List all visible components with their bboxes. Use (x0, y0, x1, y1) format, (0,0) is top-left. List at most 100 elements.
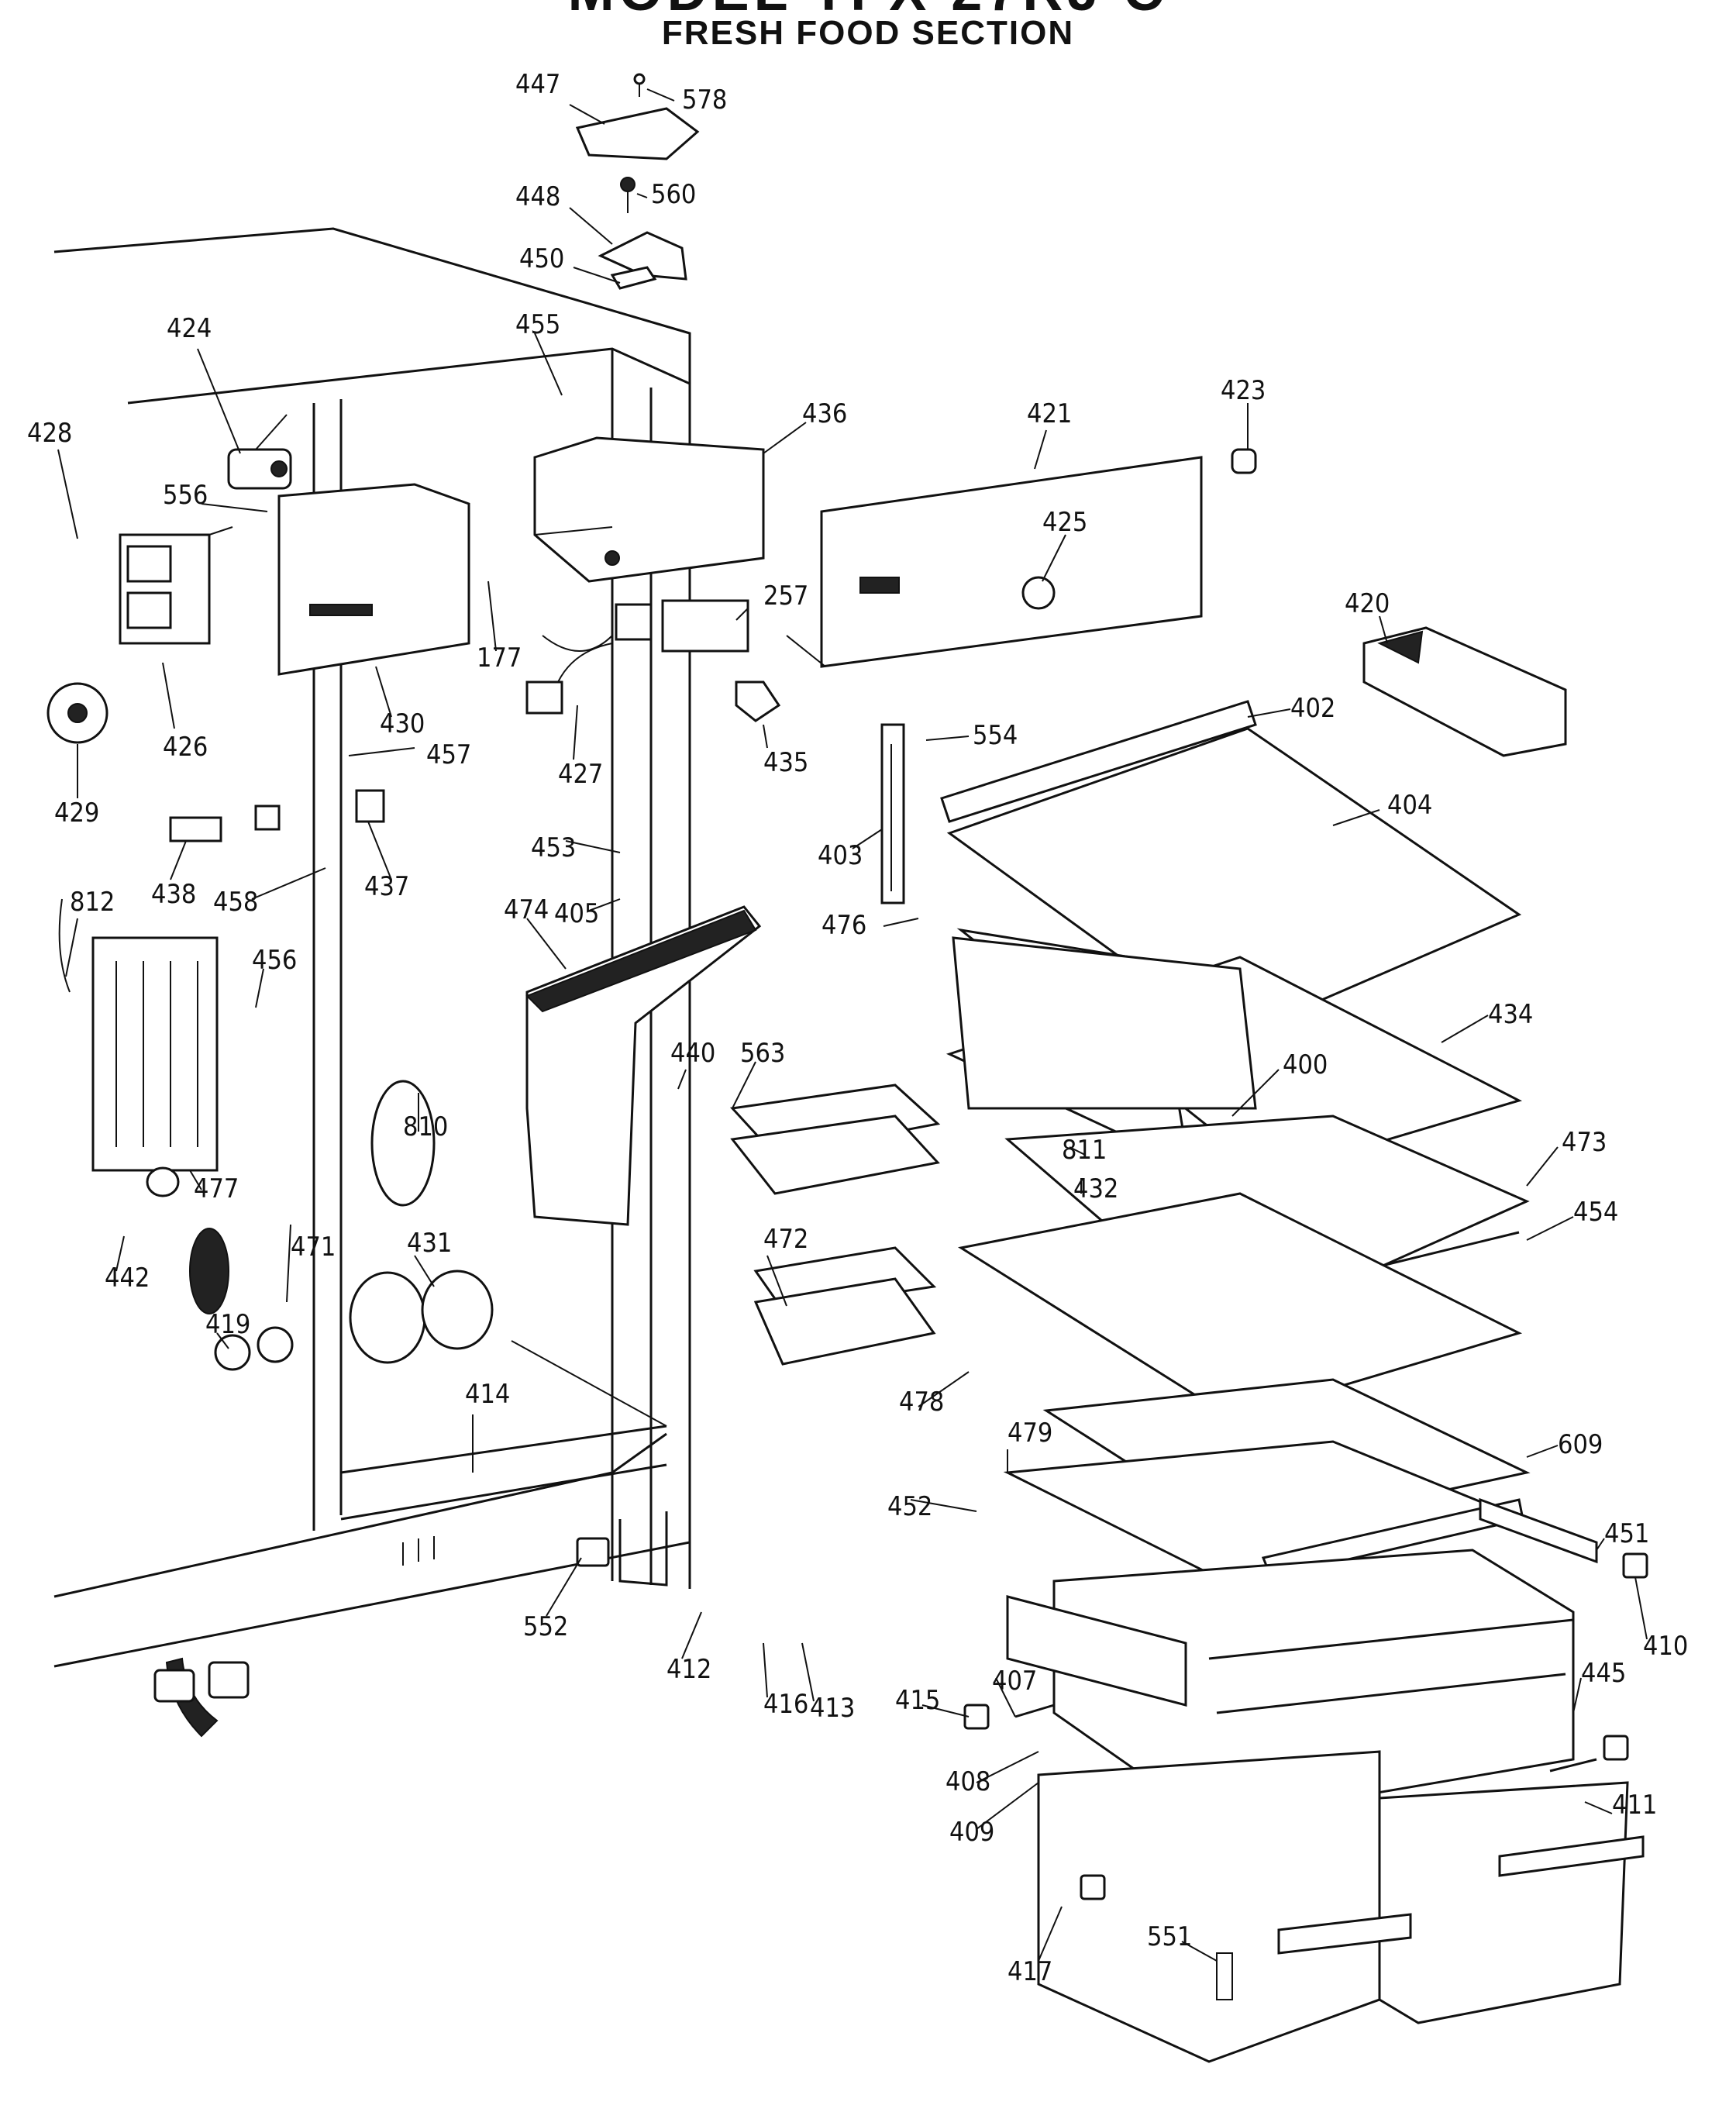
callout-426: 426 (163, 732, 208, 763)
callout-424: 424 (167, 313, 212, 344)
callout-473: 473 (1562, 1127, 1607, 1158)
leader-line-551 (1181, 1941, 1218, 1962)
callout-436: 436 (802, 398, 847, 429)
leader-line-554 (925, 736, 970, 741)
shelf-400-440 (946, 928, 1523, 1187)
callout-478: 478 (899, 1387, 944, 1418)
leader-line-424 (197, 348, 241, 454)
leader-line-811 (1069, 1146, 1086, 1156)
callout-457: 457 (426, 739, 471, 770)
dairy-bin-420 (1362, 626, 1567, 757)
callout-420: 420 (1345, 588, 1390, 619)
leader-line-455 (534, 332, 563, 396)
callout-416: 416 (763, 1689, 808, 1720)
callout-451: 451 (1604, 1518, 1649, 1549)
callout-415: 415 (895, 1685, 940, 1716)
model-title: MODEL TFX 27RJ C (0, 0, 1736, 23)
leader-line-415 (921, 1704, 970, 1718)
leader-line-456 (255, 968, 264, 1008)
drawer-410 (1006, 1549, 1575, 1823)
callout-431: 431 (407, 1228, 452, 1259)
leader-line-438 (170, 840, 187, 880)
callout-448: 448 (515, 181, 560, 212)
leader-line-453 (565, 840, 621, 853)
leader-line-427 (573, 705, 578, 760)
callout-412: 412 (666, 1654, 711, 1685)
callout-257: 257 (763, 581, 808, 612)
leader-line-477 (189, 1170, 202, 1190)
leader-line-428 (57, 449, 78, 539)
callout-810: 810 (403, 1111, 448, 1142)
callout-177: 177 (477, 643, 522, 674)
damper-429 (46, 682, 108, 744)
leader-line-403 (852, 829, 883, 849)
leader-line-442 (115, 1235, 125, 1272)
callout-440: 440 (670, 1038, 715, 1069)
callout-447: 447 (515, 69, 560, 100)
leader-line-451 (1596, 1538, 1605, 1551)
callout-435: 435 (763, 747, 808, 778)
callout-477: 477 (194, 1173, 239, 1204)
callout-452: 452 (887, 1491, 932, 1522)
callout-405: 405 (554, 898, 599, 929)
leader-line-419 (216, 1332, 229, 1349)
leader-line-552 (546, 1557, 582, 1617)
hinge-bracket-448 (598, 177, 687, 290)
evaporator-housing-426 (119, 526, 233, 645)
callout-563: 563 (740, 1038, 785, 1069)
callout-421: 421 (1027, 398, 1072, 429)
light-socket-435 (735, 680, 781, 722)
callout-554: 554 (973, 720, 1018, 751)
callout-410: 410 (1643, 1631, 1688, 1662)
leader-line-556 (201, 503, 268, 512)
section-title: FRESH FOOD SECTION (661, 14, 1075, 52)
leader-line-405 (588, 898, 621, 911)
leader-line-560 (636, 193, 648, 198)
callout-411: 411 (1612, 1790, 1657, 1821)
callout-404: 404 (1387, 790, 1432, 821)
leader-line-421 (1034, 429, 1047, 470)
leader-line-436 (763, 422, 807, 454)
leader-line-431 (414, 1255, 435, 1287)
callout-442: 442 (105, 1263, 150, 1294)
callout-403: 403 (818, 840, 863, 871)
callout-453: 453 (531, 832, 576, 863)
callout-414: 414 (465, 1379, 510, 1410)
callout-419: 419 (205, 1309, 250, 1340)
leader-line-409 (976, 1782, 1039, 1830)
callout-812: 812 (70, 887, 115, 918)
leader-line-458 (251, 867, 326, 900)
callout-474: 474 (504, 894, 549, 925)
leader-line-410 (1634, 1576, 1648, 1640)
callout-445: 445 (1581, 1658, 1626, 1689)
callout-450: 450 (519, 243, 564, 274)
leader-line-404 (1332, 809, 1380, 826)
callout-432: 432 (1073, 1173, 1118, 1204)
leader-line-578 (646, 88, 675, 102)
callout-472: 472 (763, 1224, 808, 1255)
callout-417: 417 (1008, 1956, 1052, 1987)
leader-line-437 (367, 821, 392, 880)
callout-609: 609 (1558, 1429, 1603, 1460)
knob-423 (1231, 448, 1257, 474)
leader-line-400 (1231, 1069, 1280, 1117)
relay-257 (661, 599, 749, 653)
leader-line-425 (1042, 534, 1066, 582)
callout-552: 552 (523, 1611, 568, 1642)
leader-line-563 (732, 1061, 756, 1109)
callout-430: 430 (380, 708, 425, 739)
callout-471: 471 (291, 1232, 336, 1263)
leader-line-177 (487, 581, 497, 652)
control-housing-436 (533, 436, 765, 583)
callout-454: 454 (1573, 1197, 1618, 1228)
light-shield-405 (525, 905, 762, 1226)
callout-400: 400 (1283, 1049, 1328, 1080)
callout-458: 458 (213, 887, 258, 918)
hinge-cover-447 (575, 73, 700, 160)
callout-560: 560 (651, 179, 696, 210)
callout-428: 428 (27, 418, 72, 449)
leader-line-413 (801, 1642, 815, 1702)
leader-line-411 (1584, 1801, 1613, 1814)
